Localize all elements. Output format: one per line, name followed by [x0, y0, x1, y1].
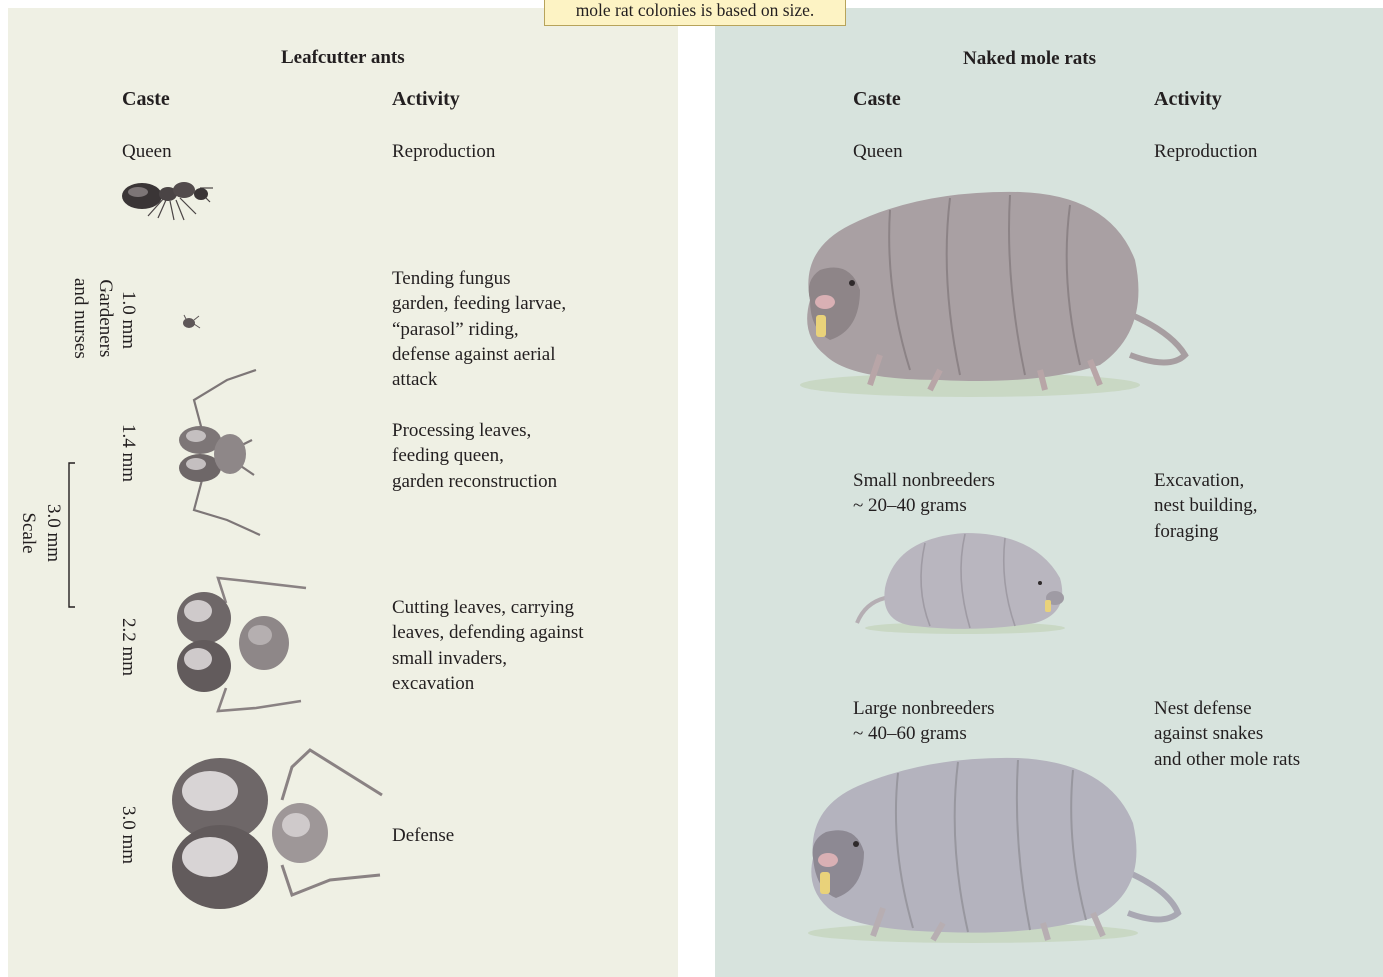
caste-line: Small nonbreeders — [853, 468, 995, 493]
worker-ant-icon — [172, 370, 262, 540]
gardeners-label-line: Gardeners — [93, 278, 118, 359]
scale-label: 3.0 mm Scale — [16, 504, 66, 562]
activity-line: small invaders, — [392, 646, 584, 671]
activity-line: Nest defense — [1154, 696, 1300, 721]
activity-line: against snakes — [1154, 721, 1300, 746]
ant-worker-2-activity: Processing leaves, feeding queen, garden… — [392, 418, 557, 494]
ant-size-3: 2.2 mm — [116, 618, 141, 676]
activity-line: “parasol” riding, — [392, 317, 566, 342]
scale-word: Scale — [16, 504, 41, 562]
mole-small-caste: Small nonbreeders ~ 20–40 grams — [853, 468, 995, 519]
worker-ant-icon — [176, 573, 311, 718]
ants-activity-header: Activity — [392, 88, 460, 111]
ant-queen-activity: Reproduction — [392, 139, 495, 164]
gardeners-label-line: and nurses — [68, 278, 93, 359]
activity-line: garden reconstruction — [392, 469, 557, 494]
activity-line: Defense — [392, 823, 454, 848]
activity-line: feeding queen, — [392, 443, 557, 468]
ant-queen-caste: Queen — [122, 139, 172, 164]
ant-worker-1-activity: Tending fungus garden, feeding larvae, “… — [392, 266, 566, 392]
activity-line: defense against aerial — [392, 342, 566, 367]
naked-mole-rat-icon — [790, 180, 1190, 405]
scale-value: 3.0 mm — [41, 504, 66, 562]
ant-size-2: 1.4 mm — [116, 424, 141, 482]
activity-line: nest building, — [1154, 493, 1257, 518]
caste-line: Large nonbreeders — [853, 696, 995, 721]
naked-mole-rat-icon — [855, 528, 1070, 638]
naked-mole-rat-icon — [798, 748, 1183, 948]
caption-text: mole rat colonies is based on size. — [545, 0, 845, 21]
mole-large-caste: Large nonbreeders ~ 40–60 grams — [853, 696, 995, 747]
activity-line: Tending fungus — [392, 266, 566, 291]
activity-line: garden, feeding larvae, — [392, 291, 566, 316]
mole-queen-activity: Reproduction — [1154, 139, 1257, 164]
mole-small-activity: Excavation, nest building, foraging — [1154, 468, 1257, 544]
ants-caste-header: Caste — [122, 88, 170, 111]
caste-line: ~ 40–60 grams — [853, 721, 995, 746]
mole-queen-caste: Queen — [853, 139, 903, 164]
activity-line: attack — [392, 367, 566, 392]
ant-worker-4-activity: Defense — [392, 823, 454, 848]
activity-line: Processing leaves, — [392, 418, 557, 443]
worker-ant-icon — [178, 310, 202, 334]
mole-rats-title: Naked mole rats — [963, 48, 1096, 70]
gardeners-label: Gardeners and nurses — [68, 278, 118, 359]
ant-size-1: 1.0 mm — [116, 291, 141, 349]
activity-line: Cutting leaves, carrying — [392, 595, 584, 620]
ants-title: Leafcutter ants — [281, 47, 405, 69]
activity-line: leaves, defending against — [392, 620, 584, 645]
activity-line: foraging — [1154, 519, 1257, 544]
worker-ant-icon — [170, 745, 385, 920]
mole-activity-header: Activity — [1154, 88, 1222, 111]
caste-line: ~ 20–40 grams — [853, 493, 995, 518]
activity-line: Excavation, — [1154, 468, 1257, 493]
activity-line: excavation — [392, 671, 584, 696]
caption-box: mole rat colonies is based on size. — [544, 0, 846, 26]
mole-caste-header: Caste — [853, 88, 901, 111]
queen-ant-icon — [118, 168, 218, 228]
ant-worker-3-activity: Cutting leaves, carrying leaves, defendi… — [392, 595, 584, 696]
ant-size-4: 3.0 mm — [116, 806, 141, 864]
